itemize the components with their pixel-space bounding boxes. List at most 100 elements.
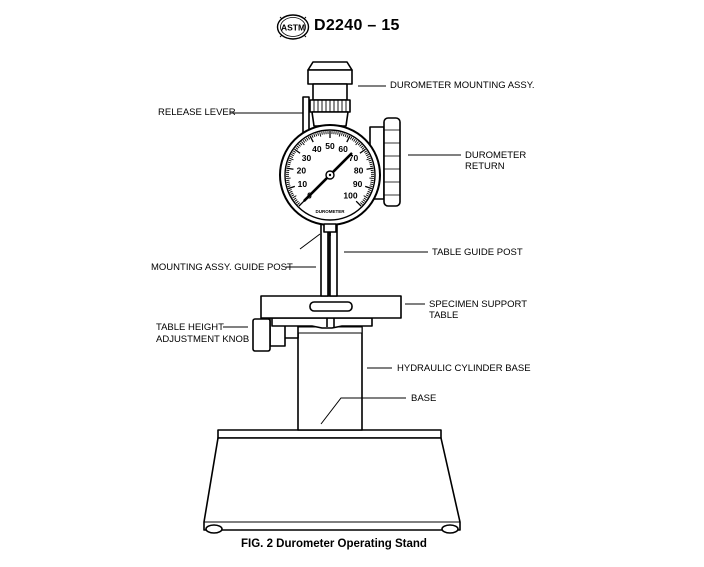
gauge-tick <box>299 142 303 146</box>
label-mounting-assy-guide-post: MOUNTING ASSY. GUIDE POST <box>151 262 293 273</box>
gauge-tick <box>364 185 373 190</box>
gauge-tick <box>319 132 322 137</box>
label-specimen-support-line2: TABLE <box>429 310 459 321</box>
document-header: ASTM D2240 – 15 <box>0 14 704 42</box>
gauge-tick <box>353 138 356 142</box>
gauge-tick <box>369 185 373 188</box>
gauge-brand-text: DUROMETER <box>316 209 346 214</box>
gauge-tick <box>366 157 371 161</box>
gauge-tick <box>289 155 294 158</box>
gauge-tick <box>313 133 316 138</box>
document-designation: D2240 – 15 <box>314 17 400 34</box>
gauge-tick-marks <box>286 131 374 207</box>
gauge-tick <box>293 197 297 201</box>
gauge-scale-label: 40 <box>312 144 322 154</box>
label-mounting-assy: DUROMETER MOUNTING ASSY. <box>390 80 535 91</box>
gauge-tick <box>363 197 367 201</box>
gauge-tick <box>366 154 370 157</box>
gauge-tick <box>346 134 349 138</box>
gauge-scale-label: 30 <box>302 153 312 163</box>
gauge-tick <box>355 200 362 207</box>
gauge-tick <box>306 137 309 141</box>
gauge-scale-label: 100 <box>343 191 357 201</box>
label-hydraulic-cylinder-base: HYDRAULIC CYLINDER BASE <box>397 363 531 374</box>
gauge-tick <box>359 148 366 154</box>
gauge-tick <box>311 134 314 138</box>
gauge-tick <box>286 181 290 184</box>
gauge-tick <box>346 135 351 143</box>
gauge-tick <box>366 192 370 195</box>
logo-text: ASTM <box>281 23 305 33</box>
gauge-tick <box>338 132 341 137</box>
gauge-tick <box>368 159 372 162</box>
gauge-tick <box>361 147 365 150</box>
gauge-tick <box>351 137 354 141</box>
gauge-tick <box>369 161 373 164</box>
gauge-tick <box>287 161 291 164</box>
label-specimen-support-line1: SPECIMEN SUPPORT <box>429 299 528 310</box>
figure-caption: FIG. 2 Durometer Operating Stand <box>241 538 427 550</box>
gauge-scale-label: 10 <box>298 179 308 189</box>
gauge-tick <box>362 199 366 202</box>
label-durometer-return-line2: RETURN <box>465 161 505 172</box>
gauge-tick <box>315 133 318 137</box>
gauge-tick <box>366 155 371 158</box>
gauge-tick <box>364 150 368 153</box>
gauge-tick <box>344 133 347 138</box>
gauge-tick <box>288 189 292 191</box>
gauge-tick <box>286 165 290 168</box>
gauge-tick <box>321 131 323 135</box>
gauge-tick <box>291 152 295 155</box>
durometer-mounting-assembly <box>307 61 353 135</box>
gauge-scale-label: 20 <box>297 165 307 175</box>
base-block <box>203 429 461 534</box>
gauge-tick <box>301 141 305 146</box>
gauge-tick <box>297 202 300 205</box>
gauge-tick <box>355 141 359 146</box>
gauge-tick <box>287 163 291 166</box>
specimen-support-table <box>260 295 402 329</box>
gauge-tick <box>294 148 301 154</box>
gauge-tick <box>357 142 361 146</box>
leader-lines <box>223 85 461 425</box>
gauge-tick <box>289 190 293 193</box>
gauge-tick <box>307 136 311 140</box>
label-table-guide-post: TABLE GUIDE POST <box>432 247 523 258</box>
durometer-gauge: 0102030405060708090100 DUROMETER <box>279 124 381 236</box>
gauge-tick <box>317 132 319 136</box>
gauge-tick <box>290 154 294 157</box>
gauge-tick <box>286 183 291 186</box>
gauge-tick <box>366 167 374 170</box>
label-base: BASE <box>411 393 437 404</box>
gauge-tick <box>367 190 371 193</box>
gauge-tick <box>349 136 353 140</box>
gauge-tick <box>298 144 301 147</box>
label-table-height-line2: ADJUSTMENT KNOB <box>156 334 250 345</box>
gauge-tick <box>288 159 292 162</box>
gauge-tick <box>296 145 300 149</box>
gauge-tick <box>342 133 345 137</box>
gauge-tick <box>361 200 365 204</box>
gauge-scale-label: 90 <box>353 179 363 189</box>
hydraulic-cylinder <box>297 326 363 431</box>
gauge-tick <box>287 185 291 188</box>
gauge-tick <box>354 139 358 143</box>
gauge-tick <box>370 165 374 168</box>
gauge-tick <box>368 189 372 191</box>
gauge-tick <box>291 194 295 197</box>
gauge-tick <box>298 200 305 207</box>
gauge-tick <box>290 192 294 195</box>
gauge-tick <box>309 135 314 143</box>
gauge-scale-label: 80 <box>354 165 364 175</box>
gauge-tick <box>365 152 369 155</box>
label-release-lever: RELEASE LEVER <box>158 107 236 118</box>
gauge-tick <box>341 132 343 136</box>
gauge-tick <box>302 139 306 143</box>
astm-logo-icon: ASTM <box>276 14 310 40</box>
gauge-tick <box>295 147 299 150</box>
gauge-tick <box>369 163 373 166</box>
gauge-scale-label: 50 <box>325 141 335 151</box>
label-table-height-line1: TABLE HEIGHT <box>156 322 224 333</box>
